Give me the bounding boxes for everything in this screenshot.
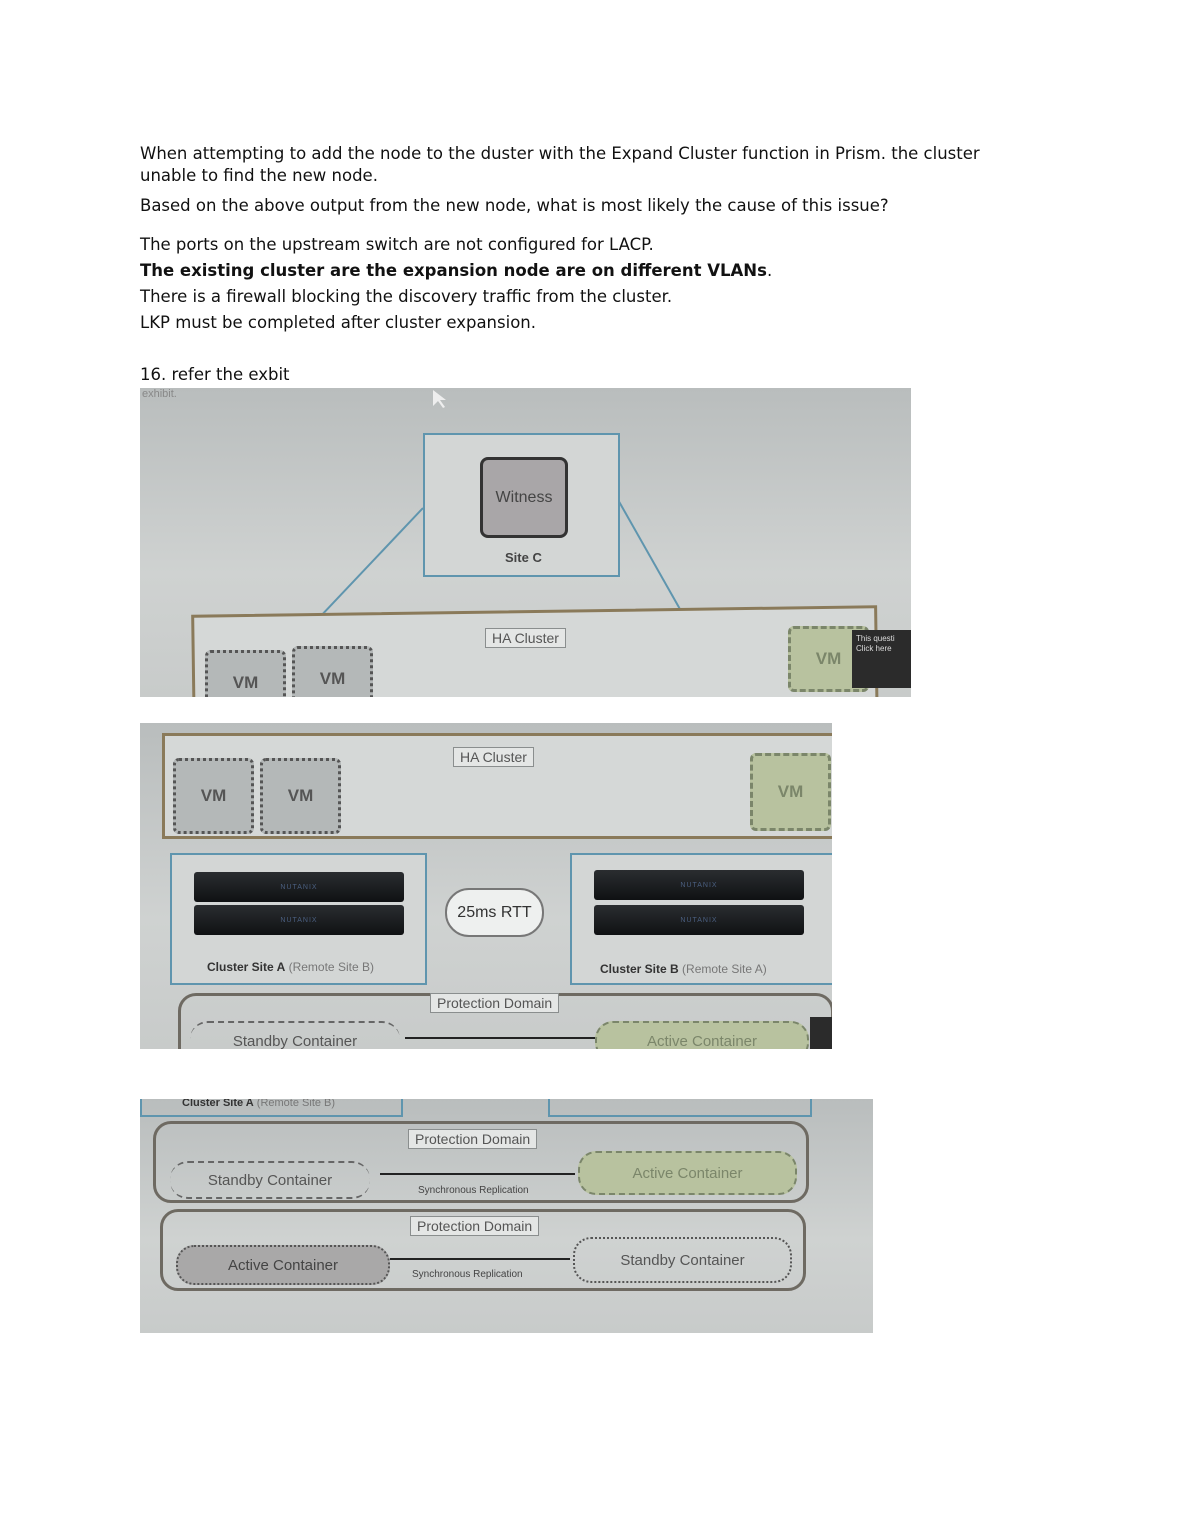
exhibit-label: exhibit. xyxy=(142,388,177,400)
site-b-remote: (Remote Site A) xyxy=(682,962,767,976)
toast-text: Click here xyxy=(856,644,892,653)
answer-option: LKP must be completed after cluster expa… xyxy=(140,313,536,332)
notification-toast[interactable] xyxy=(810,1017,832,1049)
site-c-label: Site C xyxy=(505,550,542,565)
site-b-label: Cluster Site B xyxy=(600,962,679,976)
answer-text: The existing cluster are the expansion n… xyxy=(140,261,767,280)
site-c-box: Witness Site C xyxy=(423,433,620,577)
active-container: Active Container xyxy=(595,1021,809,1049)
nutanix-node: NUTANIX xyxy=(594,870,804,900)
rtt-cloud: 25ms RTT xyxy=(445,888,544,937)
protection-domain-box xyxy=(153,1121,809,1203)
vm-box: VM xyxy=(260,758,341,834)
ha-cluster-label: HA Cluster xyxy=(485,628,566,648)
protection-domain-label: Protection Domain xyxy=(410,1216,540,1236)
standby-container: Standby Container xyxy=(170,1161,370,1199)
vm-box: VM xyxy=(205,650,286,697)
nutanix-node: NUTANIX xyxy=(194,872,404,902)
vm-box: VM xyxy=(750,753,831,831)
ha-cluster-label: HA Cluster xyxy=(453,747,534,767)
notification-toast[interactable]: This questi Click here xyxy=(852,630,911,688)
nutanix-node: NUTANIX xyxy=(194,905,404,935)
site-a-label: Cluster Site A xyxy=(182,1099,254,1109)
node-brand-logo: NUTANIX xyxy=(680,881,718,889)
protection-domain-label: Protection Domain xyxy=(408,1129,538,1149)
replication-label: Synchronous Replication xyxy=(418,1185,529,1196)
replication-arrow xyxy=(380,1173,575,1175)
exhibit-photo-1: exhibit. Witness Site C HA Cluster VM VM… xyxy=(140,388,911,697)
standby-container: Standby Container xyxy=(573,1237,792,1283)
witness-box: Witness xyxy=(480,457,568,538)
answer-option-correct: The existing cluster are the expansion n… xyxy=(140,261,773,280)
active-container: Active Container xyxy=(176,1245,390,1285)
cluster-site-a-box: NUTANIX NUTANIX Cluster Site A (Remote S… xyxy=(170,853,427,985)
replication-arrow xyxy=(390,1258,570,1260)
node-brand-logo: NUTANIX xyxy=(280,916,318,924)
exhibit-photo-2: HA Cluster VM VM VM NUTANIX NUTANIX Clus… xyxy=(140,723,832,1049)
site-a-remote: (Remote Site B) xyxy=(256,1099,336,1109)
toast-text: This questi xyxy=(856,634,895,643)
node-brand-logo: NUTANIX xyxy=(680,916,718,924)
site-a-remote: (Remote Site B) xyxy=(288,960,374,974)
replication-arrow xyxy=(405,1037,595,1039)
protection-domain-box xyxy=(160,1209,806,1291)
answer-option: The ports on the upstream switch are not… xyxy=(140,235,654,254)
site-b-box xyxy=(548,1099,812,1117)
question-line: Based on the above output from the new n… xyxy=(140,196,889,215)
node-brand-logo: NUTANIX xyxy=(280,883,318,891)
question-line: When attempting to add the node to the d… xyxy=(140,144,980,163)
replication-label: Synchronous Replication xyxy=(412,1269,523,1280)
cluster-site-b-box: NUTANIX NUTANIX Cluster Site B (Remote S… xyxy=(570,853,832,985)
vm-box: VM xyxy=(292,646,373,697)
protection-domain-label: Protection Domain xyxy=(430,993,560,1013)
vm-box: VM xyxy=(173,758,254,834)
active-container: Active Container xyxy=(578,1151,797,1195)
question-line: unable to find the new node. xyxy=(140,166,378,185)
exhibit-photo-3: Cluster Site A (Remote Site B) Protectio… xyxy=(140,1099,873,1333)
nutanix-node: NUTANIX xyxy=(594,905,804,935)
standby-container: Standby Container xyxy=(190,1021,400,1049)
question-heading: 16. refer the exbit xyxy=(140,365,290,384)
answer-option: There is a firewall blocking the discove… xyxy=(140,287,673,306)
site-a-label: Cluster Site A xyxy=(207,960,286,974)
